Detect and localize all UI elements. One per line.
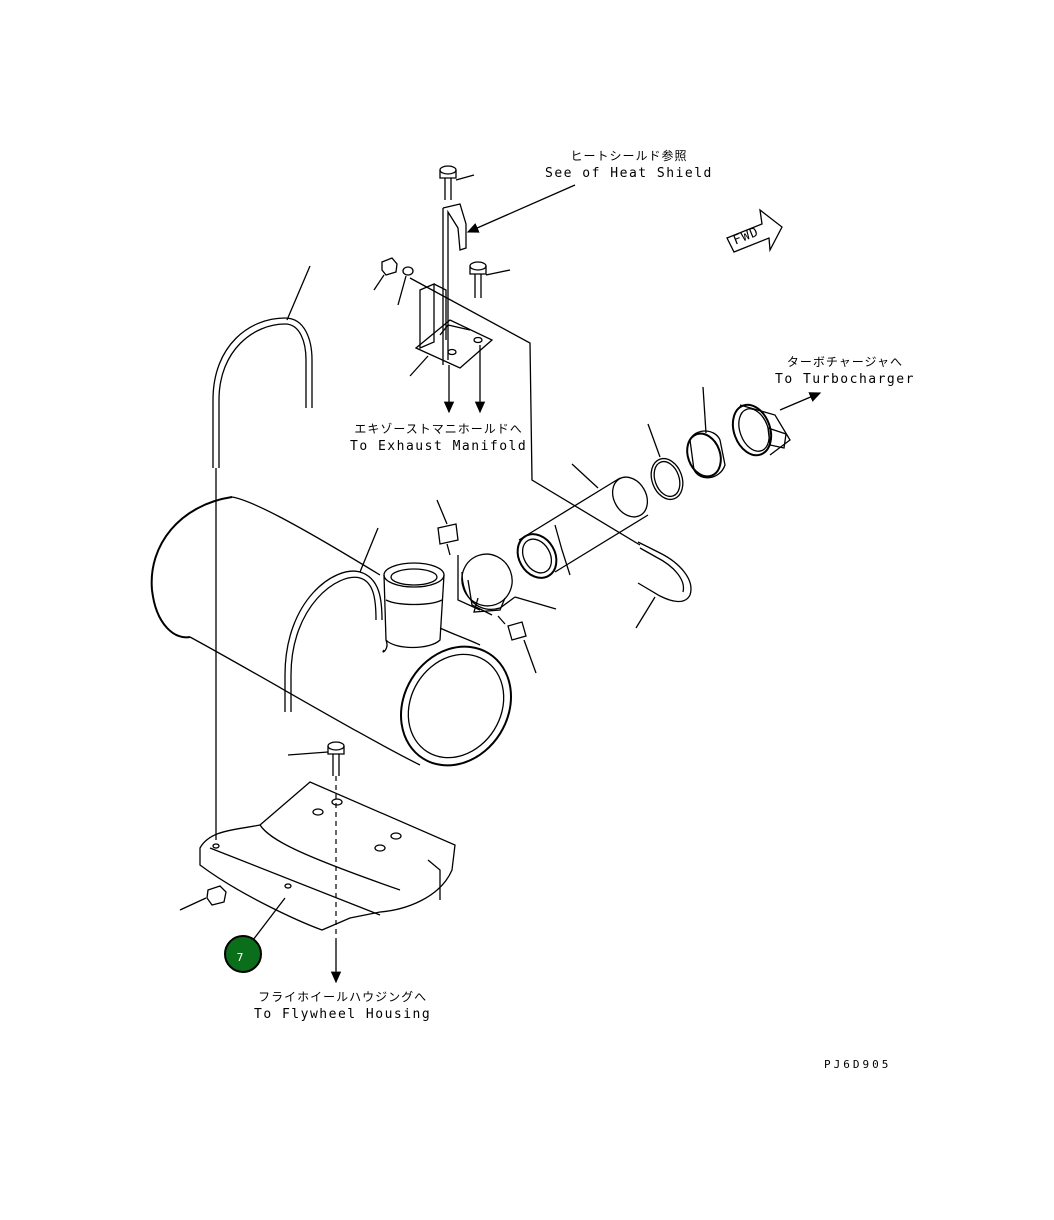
heat-shield-label: ヒートシールド参照 See of Heat Shield <box>545 149 713 181</box>
part-callout-7[interactable]: 7 <box>224 935 262 973</box>
pipe-u-bolt <box>635 541 692 629</box>
drawing-code: PJ6D905 <box>824 1058 892 1071</box>
clamp-band <box>731 403 791 457</box>
bracket-assembly <box>373 165 641 546</box>
fwd-direction-marker <box>726 208 783 253</box>
lower-bracket <box>179 741 456 984</box>
top-u-bolt <box>212 265 313 840</box>
muffler <box>150 496 512 767</box>
turbocharger-label: ターボチャージャへ To Turbocharger <box>775 355 915 387</box>
heat-shield-arrow <box>466 184 576 233</box>
muffler-inlet-pipe <box>382 562 445 653</box>
muffler-u-bolt <box>284 527 383 712</box>
adapter-ring <box>686 386 726 479</box>
turbocharger-arrow <box>779 392 822 411</box>
exhaust-manifold-label: エキゾーストマニホールドへ To Exhaust Manifold <box>350 422 528 454</box>
gasket-ring <box>647 423 684 501</box>
pipe-clamp <box>436 499 557 674</box>
exhaust-pipe <box>516 463 649 579</box>
flywheel-housing-label: フライホイールハウジングへ To Flywheel Housing <box>254 990 432 1022</box>
